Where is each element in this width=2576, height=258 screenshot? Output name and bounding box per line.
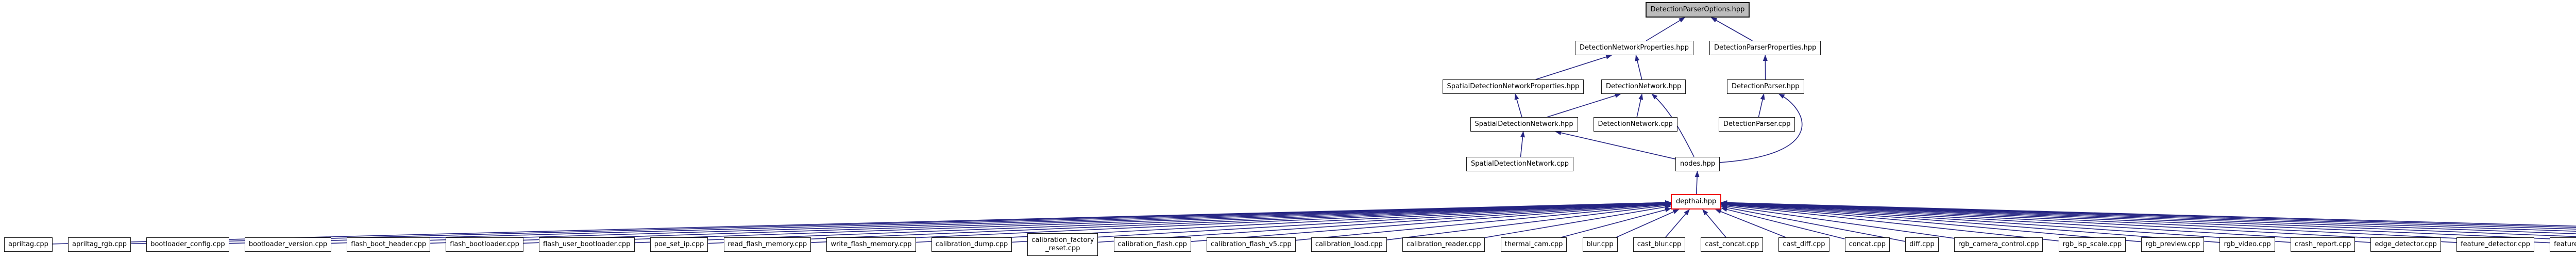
node-spatialdetectionnetwork-hpp[interactable]: SpatialDetectionNetwork.hpp [1470, 117, 1578, 132]
include-edge [1098, 201, 1671, 243]
node-crash-report-cpp[interactable]: crash_report.cpp [2290, 237, 2355, 252]
include-edge [229, 200, 1671, 244]
node-calibration-flash-cpp[interactable]: calibration_flash.cpp [1113, 237, 1191, 252]
include-edge [1012, 201, 1671, 243]
node-calibration-load-cpp[interactable]: calibration_load.cpp [1311, 237, 1387, 252]
node-feature-tracker-cpp[interactable]: feature_tracker.cpp [2550, 237, 2576, 252]
include-edge [131, 200, 1671, 245]
include-edge [1721, 200, 2576, 227]
node-detectionnetwork-hpp[interactable]: DetectionNetwork.hpp [1601, 79, 1686, 94]
node-detectionparser-hpp[interactable]: DetectionParser.hpp [1727, 79, 1804, 94]
node-edge-detector-cpp[interactable]: edge_detector.cpp [2370, 237, 2441, 252]
node-diff-cpp[interactable]: diff.cpp [1905, 237, 1939, 252]
node-flash-user-bootloader-cpp[interactable]: flash_user_bootloader.cpp [539, 237, 635, 252]
include-edge [1721, 205, 1906, 242]
include-edge [1694, 171, 1700, 195]
include-edge [1616, 209, 1680, 238]
include-edge [1665, 209, 1690, 238]
node-concat-cpp[interactable]: concat.cpp [1844, 237, 1890, 252]
node-calibration-flash-v5-cpp[interactable]: calibration_flash_v5.cpp [1207, 237, 1296, 252]
node-flash-boot-header-cpp[interactable]: flash_boot_header.cpp [347, 237, 431, 252]
include-edge [1721, 202, 2142, 243]
bottom-includers-row: apriltag.cpp apriltag_rgb.cpp bootloader_c… [4, 233, 2576, 256]
include-edge [1721, 201, 2457, 243]
node-spatialdetectionnetworkproperties-hpp[interactable]: SpatialDetectionNetworkProperties.hpp [1442, 79, 1584, 94]
include-edge [430, 200, 1671, 244]
include-edge [1646, 17, 1685, 41]
node-detectionnetwork-cpp[interactable]: DetectionNetwork.cpp [1593, 117, 1677, 132]
include-edge [1721, 201, 2371, 243]
include-edge [1721, 200, 2576, 232]
node-blur-cpp[interactable]: blur.cpp [1582, 237, 1618, 252]
include-edge [1721, 200, 2576, 230]
include-edge [331, 200, 1671, 244]
node-depthai-hpp[interactable]: depthai.hpp [1671, 194, 1722, 209]
include-edge [1721, 201, 2550, 244]
include-edge [1386, 203, 1671, 240]
include-edge [1636, 93, 1643, 118]
node-feature-detector-cpp[interactable]: feature_detector.cpp [2456, 237, 2534, 252]
node-calibration-reader-cpp[interactable]: calibration_reader.cpp [1402, 237, 1485, 252]
include-edge [523, 200, 1671, 244]
node-bootloader-config-cpp[interactable]: bootloader_config.cpp [146, 237, 229, 252]
include-edge [1721, 207, 1845, 239]
node-rgb-isp-scale-cpp[interactable]: rgb_isp_scale.cpp [2058, 237, 2126, 252]
include-edge [1485, 204, 1671, 238]
node-cast-diff-cpp[interactable]: cast_diff.cpp [1778, 237, 1829, 252]
node-cast-blur-cpp[interactable]: cast_blur.cpp [1633, 237, 1686, 252]
include-edge [1702, 209, 1726, 238]
node-cast-concat-cpp[interactable]: cast_concat.cpp [1701, 237, 1764, 252]
include-edge [1721, 200, 2576, 234]
node-write-flash-memory-cpp[interactable]: write_flash_memory.cpp [826, 237, 916, 252]
include-edge [1635, 55, 1642, 80]
include-edge [1721, 201, 2576, 240]
include-edge [811, 201, 1671, 243]
include-edge [634, 200, 1671, 244]
include-edge [1710, 17, 1753, 41]
node-rgb-camera-control-cpp[interactable]: rgb_camera_control.cpp [1954, 237, 2043, 252]
include-edge [1535, 55, 1613, 80]
include-edge [708, 201, 1671, 244]
include-edge [1721, 204, 1955, 239]
node-nodes-hpp[interactable]: nodes.hpp [1675, 157, 1720, 171]
node-apriltag-cpp[interactable]: apriltag.cpp [4, 237, 53, 252]
node-flash-bootloader-cpp[interactable]: flash_bootloader.cpp [446, 237, 523, 252]
include-edge [1715, 209, 1786, 238]
node-detectionnetworkproperties-hpp[interactable]: DetectionNetworkProperties.hpp [1575, 41, 1694, 55]
node-spatialdetectionnetwork-cpp[interactable]: SpatialDetectionNetwork.cpp [1466, 157, 1573, 171]
node-detectionparseroptions-hpp: DetectionParserOptions.hpp [1645, 2, 1750, 18]
include-edge [1191, 202, 1671, 242]
node-read-flash-memory-cpp[interactable]: read_flash_memory.cpp [723, 237, 811, 252]
include-edge [1721, 202, 2220, 243]
node-calibration-dump-cpp[interactable]: calibration_dump.cpp [931, 237, 1012, 252]
node-calibration-factory-reset-cpp[interactable]: calibration_factory _reset.cpp [1027, 233, 1098, 256]
node-poe-set-ip-cpp[interactable]: poe_set_ip.cpp [650, 237, 708, 252]
node-detectionparserproperties-hpp[interactable]: DetectionParserProperties.hpp [1709, 41, 1821, 55]
include-edge [1721, 200, 2576, 237]
node-rgb-preview-cpp[interactable]: rgb_preview.cpp [2141, 237, 2205, 252]
node-rgb-video-cpp[interactable]: rgb_video.cpp [2219, 237, 2275, 252]
include-edge [1561, 207, 1671, 238]
include-edge [1720, 93, 1803, 163]
include-edge [1295, 202, 1671, 241]
include-edge [1520, 131, 1525, 157]
include-edge [1514, 93, 1522, 118]
node-apriltag-rgb-cpp[interactable]: apriltag_rgb.cpp [68, 237, 131, 252]
include-edge [1721, 203, 2059, 241]
include-edge [1721, 201, 2291, 243]
include-edge [1555, 131, 1676, 159]
include-edge [1758, 93, 1765, 118]
node-thermal-cam-cpp[interactable]: thermal_cam.cpp [1500, 237, 1567, 252]
node-detectionparser-cpp[interactable]: DetectionParser.cpp [1719, 117, 1795, 132]
include-edge [1547, 93, 1621, 118]
node-bootloader-version-cpp[interactable]: bootloader_version.cpp [244, 237, 332, 252]
